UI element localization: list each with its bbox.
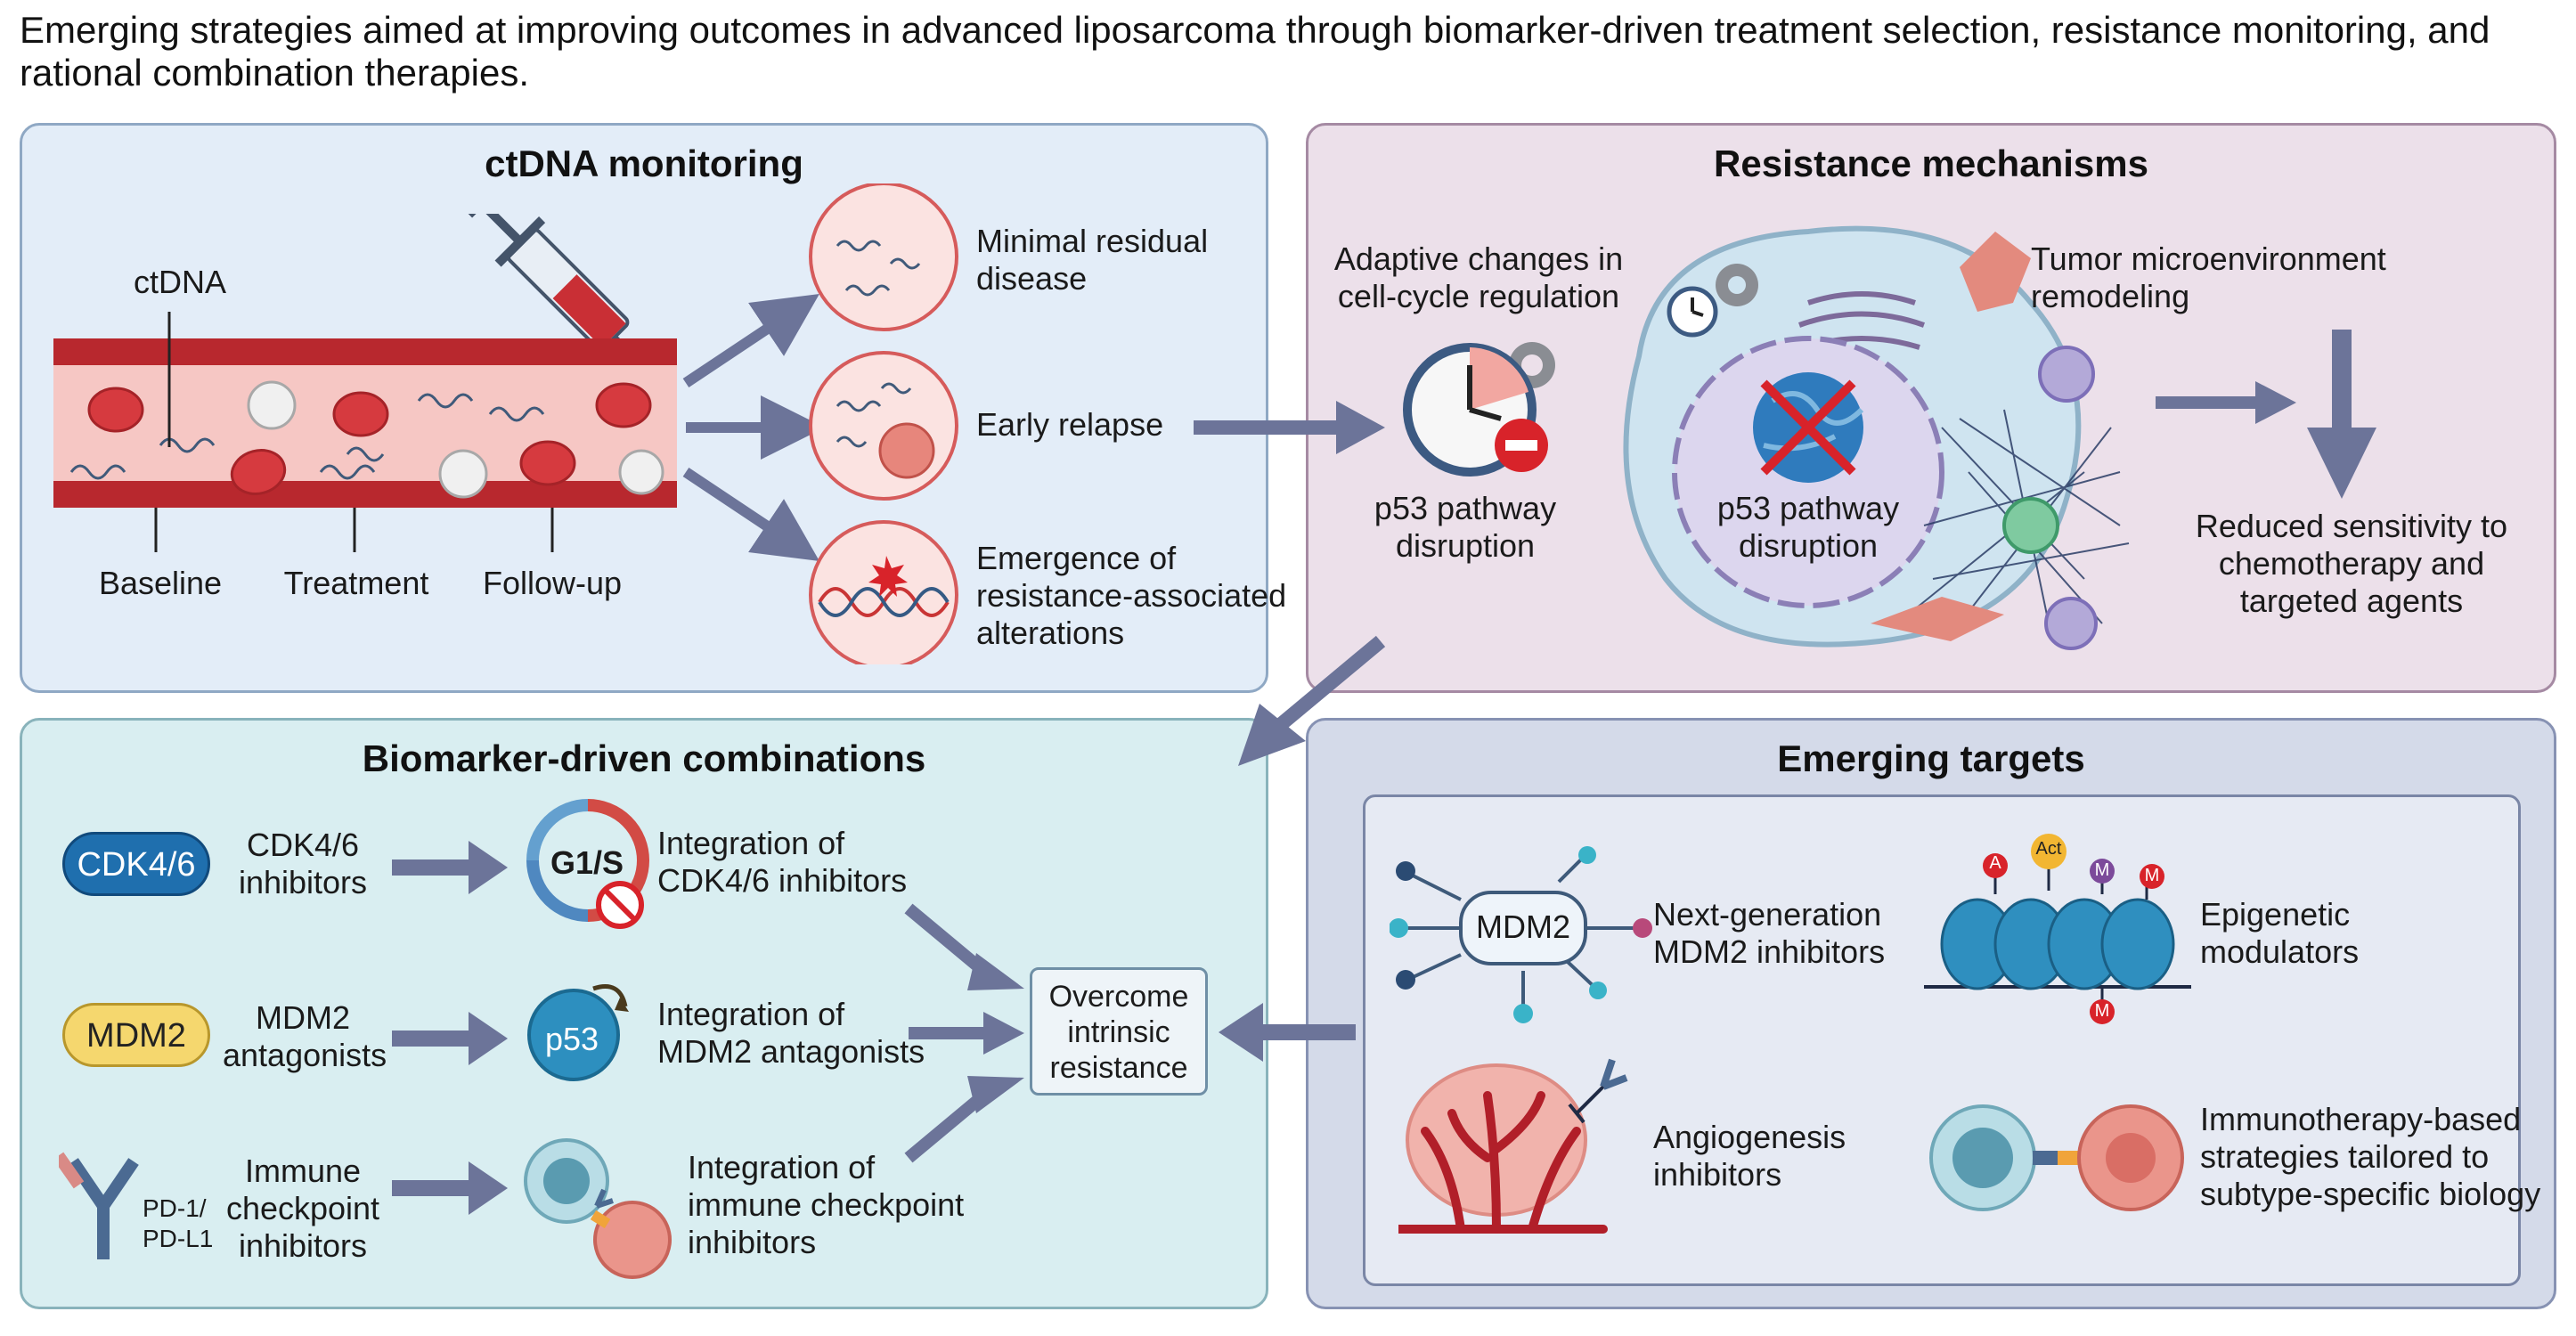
clock-icon: [1403, 342, 1555, 477]
blood-vessel-illustration: [53, 214, 677, 552]
cell-cycle-icon: [526, 799, 649, 929]
adaptive-label: Adaptive changes in cell-cycle regulatio…: [1333, 240, 1624, 314]
timepoint-follow-up: Follow-up: [482, 565, 623, 601]
resistance-title: Resistance mechanisms: [1714, 143, 2148, 184]
ctdna-to-resistance-arrow: [1194, 401, 1385, 454]
p53-protein-icon: [527, 984, 629, 1081]
outcome-circles: [809, 183, 958, 664]
mark-act: Act: [2035, 839, 2062, 859]
integration-mdm2: Integration of MDM2 antagonists: [657, 996, 925, 1070]
mdm2-node-label: MDM2: [1476, 908, 1570, 945]
mark-m2: M: [2144, 866, 2160, 885]
tumor-cell-illustration: [1623, 225, 2130, 650]
emerging-angiogenesis: Angiogenesis inhibitors: [1653, 1119, 1846, 1193]
angiogenesis-icon: [1398, 1058, 1628, 1234]
p53-left-label: p53 pathway disruption: [1374, 490, 1557, 564]
tme-label: Tumor microenvironment remodeling: [2031, 240, 2386, 314]
timepoint-treatment: Treatment: [283, 565, 429, 601]
immunotherapy-icon: [1929, 1104, 2184, 1211]
resistance-to-biomarker-arrow: [1238, 635, 1386, 766]
emerging-epigenetic: Epigenetic modulators: [2200, 896, 2360, 970]
integration-checkpoint: Integration of immune checkpoint inhibit…: [688, 1149, 965, 1260]
biomarker-title: Biomarker-driven combinations: [362, 737, 926, 779]
reduced-sensitivity-label: Reduced sensitivity to chemotherapy and …: [2195, 508, 2508, 619]
emerging-targets-box: [1363, 794, 2521, 1286]
ctdna-arrows: [682, 294, 819, 561]
mark-m1: M: [2094, 860, 2110, 880]
outcome-mrd: Minimal residual disease: [976, 223, 1209, 297]
antibody-icon: [59, 1152, 139, 1259]
mdm2-network-icon: [1390, 846, 1652, 1023]
pd1-pdl1-label: PD-1/ PD-L1: [143, 1194, 214, 1252]
integration-cdk46: Integration of CDK4/6 inhibitors: [657, 825, 908, 899]
outcome-resistance-alterations: Emergence of resistance-associated alter…: [976, 540, 1287, 651]
converging-arrows: [904, 903, 1024, 1163]
checkpoint-agent-label: Immune checkpoint inhibitors: [225, 1153, 380, 1264]
emerging-mdm2-inhibitors: Next-generation MDM2 inhibitors: [1653, 896, 1886, 970]
resistance-arrows: [2156, 330, 2376, 499]
emerging-title: Emerging targets: [1777, 737, 2085, 779]
gear-icon: [1716, 264, 1758, 306]
outcome-early-relapse: Early relapse: [976, 406, 1164, 443]
mdm2-agent-label: MDM2 antagonists: [223, 999, 387, 1073]
cdk46-pill: CDK4/6: [62, 832, 210, 896]
timepoint-baseline: Baseline: [98, 565, 223, 601]
nucleosome-icon: [1924, 834, 2191, 1024]
figure-title: Emerging strategies aimed at improving o…: [20, 9, 2490, 94]
emerging-to-overcome-arrow: [1219, 1003, 1356, 1062]
emerging-immunotherapy: Immunotherapy-based strategies tailored …: [2200, 1101, 2541, 1212]
overcome-resistance-box: Overcome intrinsic resistance: [1030, 967, 1208, 1096]
cdk46-agent-label: CDK4/6 inhibitors: [238, 827, 368, 900]
mdm2-pill: MDM2: [62, 1003, 210, 1067]
p53-icon-label: p53: [544, 1021, 599, 1057]
mark-a: A: [1989, 853, 2001, 873]
biomarker-row-arrows: [392, 841, 508, 1215]
ctdna-label: ctDNA: [134, 264, 227, 300]
g1s-label: G1/S: [550, 844, 624, 881]
immune-cell-icon: [524, 1138, 672, 1279]
p53-center-label: p53 pathway disruption: [1716, 490, 1900, 564]
mark-m3: M: [2094, 1001, 2110, 1021]
ctdna-title: ctDNA monitoring: [485, 143, 803, 184]
